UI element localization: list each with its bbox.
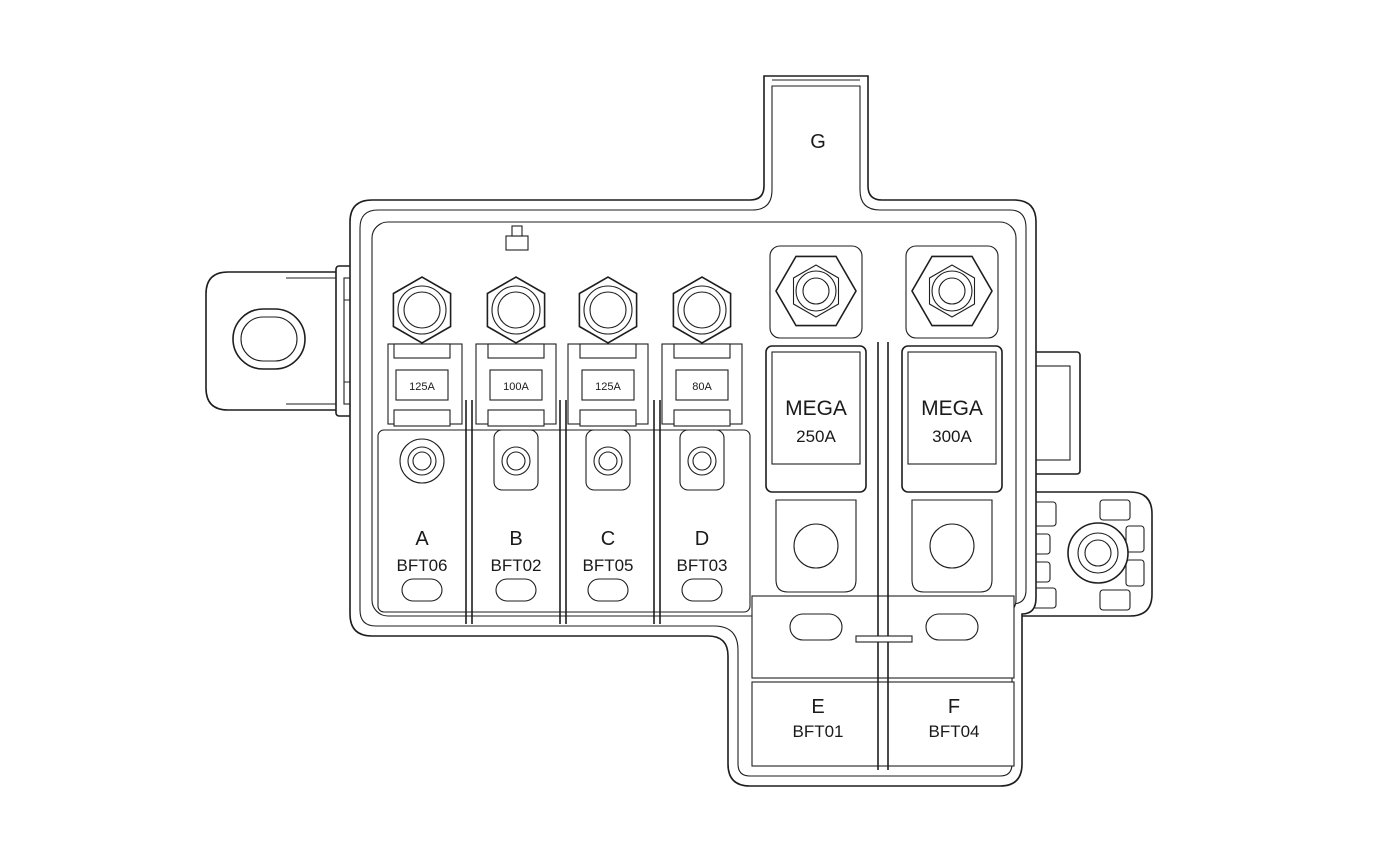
fuse-code: BFT02 — [490, 556, 541, 575]
top-tab — [505, 225, 529, 251]
mega-code: BFT04 — [928, 722, 979, 741]
mega-terminal-hole — [929, 523, 975, 569]
fuse-code: BFT03 — [676, 556, 727, 575]
fuse-bottom-tab — [393, 409, 451, 427]
fuse-d: 80A D BFT03 — [661, 276, 743, 602]
terminal-hole — [598, 451, 618, 471]
fuse-letter: C — [601, 528, 615, 550]
fuse-rating: 80A — [692, 381, 712, 393]
fuse-rating-window — [675, 369, 729, 401]
fuse-letter: A — [415, 528, 429, 550]
right-mounting-boss — [1019, 491, 1153, 617]
mega-face — [771, 351, 861, 465]
fuse-code: BFT06 — [396, 556, 447, 575]
fuse-code: BFT05 — [582, 556, 633, 575]
fuse-top-tab — [673, 343, 731, 359]
mega-rating: 300A — [932, 427, 972, 446]
fuse-rating-window — [581, 369, 635, 401]
bolt-head — [497, 291, 535, 329]
bolt-head — [403, 291, 441, 329]
mega-type: MEGA — [785, 397, 847, 420]
fuse-letter: B — [509, 528, 522, 550]
label-slot — [681, 578, 723, 602]
fuse-bottom-tab — [673, 409, 731, 427]
mega-face — [907, 351, 997, 465]
mega-fuse-row: MEGA 250A E BFT01 MEGA 300A F BFT04 — [765, 245, 1003, 741]
fuse-rating-window — [489, 369, 543, 401]
bus-bars — [465, 400, 661, 624]
fuse-top-tab — [487, 343, 545, 359]
left-mounting-bracket — [205, 271, 341, 411]
connector-label: G — [810, 131, 826, 153]
mega-letter: F — [948, 696, 960, 718]
fuse-top-tab — [579, 343, 637, 359]
stud-head — [938, 277, 966, 305]
mega-rating: 250A — [796, 427, 836, 446]
fuse-a: 125A A BFT06 — [387, 276, 463, 602]
mega-fuse-e: MEGA 250A E BFT01 — [765, 245, 867, 741]
mega-terminal-hole — [793, 523, 839, 569]
fuse-rating: 125A — [595, 381, 621, 393]
fuse-letter: D — [695, 528, 709, 550]
fuse-bottom-tab — [579, 409, 637, 427]
fuse-rating: 100A — [503, 381, 529, 393]
bolt-head — [683, 291, 721, 329]
mega-fuse-f: MEGA 300A F BFT04 — [901, 245, 1003, 741]
fuse-rating: 125A — [409, 381, 435, 393]
label-slot — [925, 613, 979, 641]
label-slot — [587, 578, 629, 602]
mega-code: BFT01 — [792, 722, 843, 741]
fuse-b: 100A B BFT02 — [475, 276, 557, 602]
stud-head — [802, 277, 830, 305]
bolt-head — [589, 291, 627, 329]
terminal-hole — [692, 451, 712, 471]
label-slot — [401, 578, 443, 602]
mega-letter: E — [811, 696, 824, 718]
label-slot — [789, 613, 843, 641]
mega-type: MEGA — [921, 397, 983, 420]
terminal-hole — [412, 451, 432, 471]
terminal-hole — [506, 451, 526, 471]
fuse-rating-window — [395, 369, 449, 401]
fuse-bottom-tab — [487, 409, 545, 427]
fuse-c: 125A C BFT05 — [567, 276, 649, 602]
small-fuse-row: 125A A BFT06 100A B BFT02 125A C BFT05 80A D BFT03 — [387, 276, 743, 602]
label-slot — [495, 578, 537, 602]
fuse-top-tab — [393, 343, 451, 359]
